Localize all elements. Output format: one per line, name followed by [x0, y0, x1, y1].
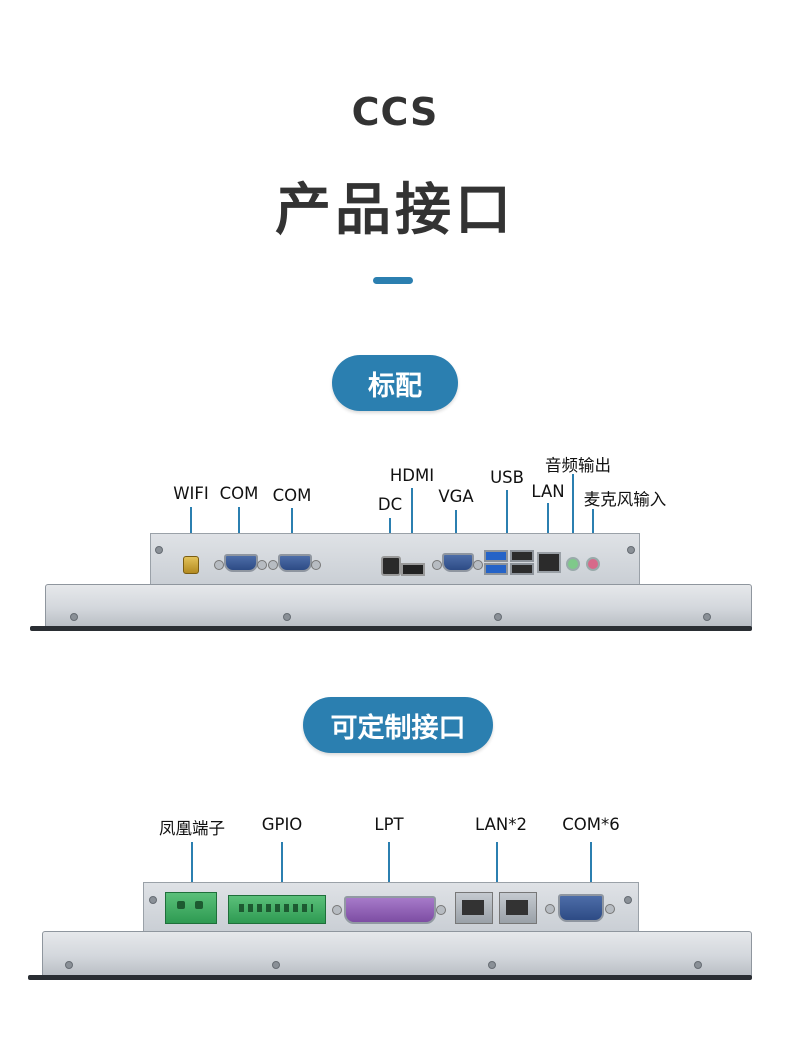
leader-lpt — [388, 842, 390, 892]
screw-icon — [545, 904, 555, 914]
screw-icon — [257, 560, 267, 570]
com-port-icon — [278, 554, 312, 572]
label-lan: LAN — [531, 482, 565, 501]
leader-wifi — [190, 507, 192, 555]
usb-port-icon — [484, 550, 508, 562]
label-mic-in: 麦克风输入 — [583, 490, 667, 509]
hdmi-port-icon — [401, 563, 425, 576]
terminal-hole-icon — [177, 901, 185, 909]
lan-port-icon — [537, 552, 561, 573]
brand-title: CCS — [351, 90, 439, 134]
usb-port-icon — [484, 563, 508, 575]
screw-icon — [149, 896, 157, 904]
leader-lan-2 — [496, 842, 498, 892]
label-phoenix: 凤凰端子 — [159, 819, 225, 838]
label-lpt: LPT — [374, 815, 404, 834]
leader-audio-out — [572, 474, 574, 556]
terminal-hole-icon — [195, 901, 203, 909]
lan-socket-icon — [462, 900, 484, 915]
custom-badge: 可定制接口 — [303, 697, 493, 753]
leader-com-6 — [590, 842, 592, 892]
label-audio-out: 音频输出 — [545, 456, 611, 475]
screw-icon — [494, 613, 502, 621]
page-title: 产品接口 — [275, 178, 515, 243]
label-com-2: COM — [272, 486, 312, 505]
screw-icon — [155, 546, 163, 554]
screw-icon — [65, 961, 73, 969]
mic-jack-icon — [586, 557, 600, 571]
screw-icon — [488, 961, 496, 969]
screw-icon — [311, 560, 321, 570]
screw-icon — [432, 560, 442, 570]
label-dc: DC — [377, 495, 403, 514]
vga-port-icon — [442, 553, 474, 572]
screw-icon — [703, 613, 711, 621]
usb-port-icon — [510, 550, 534, 562]
label-vga: VGA — [438, 487, 474, 506]
usb-port-icon — [510, 563, 534, 575]
dc-jack-icon — [381, 556, 401, 576]
panel-base — [28, 975, 752, 980]
leader-vga — [455, 510, 457, 553]
screw-icon — [283, 613, 291, 621]
lan-socket-icon — [506, 900, 528, 915]
standard-badge: 标配 — [332, 355, 458, 411]
com-port-icon — [558, 894, 604, 922]
label-lan-2: LAN*2 — [475, 815, 527, 834]
screw-icon — [332, 905, 342, 915]
leader-phoenix — [191, 842, 193, 892]
label-usb: USB — [490, 468, 524, 487]
leader-lan — [547, 503, 549, 550]
leader-usb — [506, 490, 508, 548]
screw-icon — [268, 560, 278, 570]
screw-icon — [272, 961, 280, 969]
label-com-6: COM*6 — [562, 815, 620, 834]
leader-com-1 — [238, 507, 240, 552]
title-accent-bar — [373, 277, 413, 284]
label-com-1: COM — [219, 484, 259, 503]
leader-com-2 — [291, 508, 293, 552]
phoenix-terminal-icon — [165, 892, 217, 924]
screw-icon — [70, 613, 78, 621]
screw-icon — [436, 905, 446, 915]
panel-base — [30, 626, 752, 631]
leader-mic-in — [592, 509, 594, 556]
label-hdmi: HDMI — [389, 466, 435, 485]
screw-icon — [627, 546, 635, 554]
panel-chassis — [45, 584, 752, 628]
screw-icon — [214, 560, 224, 570]
screw-icon — [605, 904, 615, 914]
screw-icon — [694, 961, 702, 969]
wifi-antenna-icon — [183, 556, 199, 574]
gpio-pins-icon — [239, 904, 313, 912]
lpt-port-icon — [344, 896, 436, 924]
audio-jack-icon — [566, 557, 580, 571]
label-gpio: GPIO — [261, 815, 303, 834]
screw-icon — [473, 560, 483, 570]
screw-icon — [624, 896, 632, 904]
label-wifi: WIFI — [173, 484, 209, 503]
panel-chassis — [42, 931, 752, 977]
com-port-icon — [224, 554, 258, 572]
leader-hdmi — [411, 488, 413, 554]
leader-gpio — [281, 842, 283, 892]
